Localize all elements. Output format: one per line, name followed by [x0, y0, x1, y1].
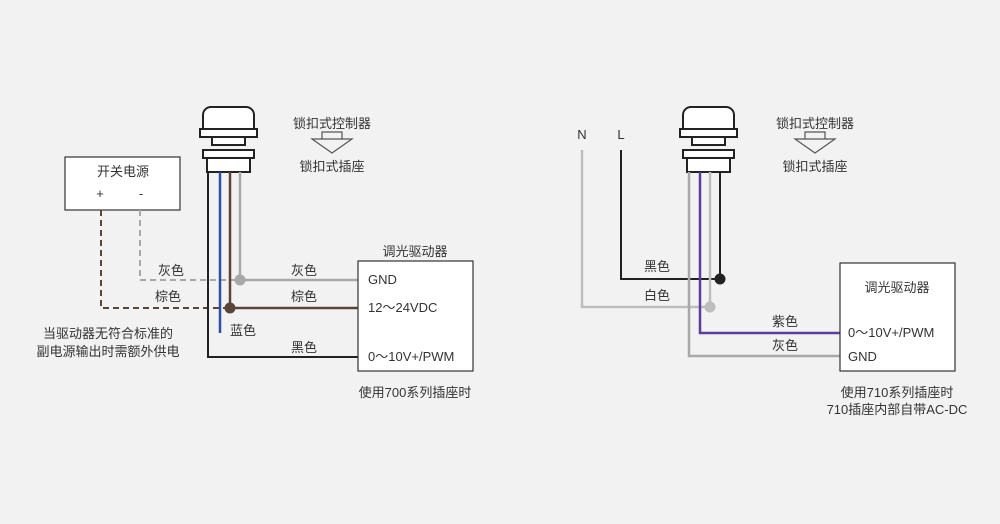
left-driver-vdc: 12～24VDC	[368, 300, 437, 315]
left-black-wire-label: 黑色	[291, 340, 317, 355]
right-driver-gnd: GND	[848, 349, 877, 364]
left-note-line1: 当驱动器无符合标准的	[43, 326, 173, 341]
brown-wire	[228, 172, 358, 310]
power-supply-title: 开关电源	[97, 164, 149, 179]
left-caption: 使用700系列插座时	[359, 385, 472, 400]
left-brown-wire-label-2: 棕色	[291, 289, 317, 304]
neutral-white-wire	[580, 150, 710, 309]
right-controller-device	[679, 106, 738, 173]
right-caption-line2: 710插座内部自带AC-DC	[827, 402, 968, 417]
right-gray-wire-label: 灰色	[772, 338, 798, 353]
left-controller-label: 锁扣式控制器	[293, 116, 371, 131]
left-blue-wire-label: 蓝色	[230, 323, 256, 338]
dashed-brown-wire	[100, 210, 230, 309]
right-diagram: 锁扣式控制器 锁扣式插座 N L 黑色 白色 紫色 灰色 调光驱动器 0～10V…	[577, 106, 968, 417]
left-brown-wire-label-1: 棕色	[155, 289, 181, 304]
right-dimming-driver-box: 调光驱动器 0～10V+/PWM GND	[839, 262, 956, 372]
down-arrow-icon	[793, 131, 837, 154]
left-note-line2: 副电源输出时需额外供电	[36, 344, 179, 359]
right-caption-line1: 使用710系列插座时	[841, 385, 954, 400]
dashed-gray-wire	[139, 210, 240, 281]
power-supply-box: 开关电源 + -	[64, 156, 181, 211]
right-controller-label: 锁扣式控制器	[776, 116, 854, 131]
right-socket-label: 锁扣式插座	[782, 159, 847, 174]
socket-purple-wire	[698, 172, 840, 335]
right-white-wire-label: 白色	[644, 288, 670, 303]
left-driver-pwm: 0～10V+/PWM	[368, 349, 454, 364]
black-wire	[207, 172, 358, 358]
neutral-label: N	[577, 127, 586, 142]
socket-gray-wire	[687, 172, 840, 358]
right-purple-wire-label: 紫色	[772, 314, 798, 329]
live-black-wire	[620, 150, 720, 280]
left-controller-device	[199, 106, 258, 173]
brown-junction-dot	[224, 302, 236, 314]
power-minus-label: -	[139, 186, 143, 201]
right-black-wire-label: 黑色	[644, 259, 670, 274]
left-socket-label: 锁扣式插座	[299, 159, 364, 174]
left-driver-gnd: GND	[368, 272, 397, 287]
left-driver-title: 调光驱动器	[382, 244, 447, 259]
left-gray-wire-label-1: 灰色	[158, 263, 184, 278]
black-junction-dot	[714, 273, 726, 285]
down-arrow-icon	[310, 131, 354, 154]
left-gray-wire-label-2: 灰色	[291, 263, 317, 278]
live-label: L	[617, 127, 624, 142]
white-junction-dot	[704, 301, 716, 313]
left-dimming-driver-box: 调光驱动器 GND 12～24VDC 0～10V+/PWM	[357, 244, 474, 372]
left-diagram: 锁扣式控制器 锁扣式插座 开关电源 + - 灰色 棕色 蓝色 灰色 棕色 黑色	[36, 106, 474, 400]
gray-junction-dot	[234, 274, 246, 286]
right-driver-title: 调光驱动器	[864, 280, 929, 295]
right-driver-pwm: 0～10V+/PWM	[848, 325, 934, 340]
power-plus-label: +	[96, 186, 104, 201]
